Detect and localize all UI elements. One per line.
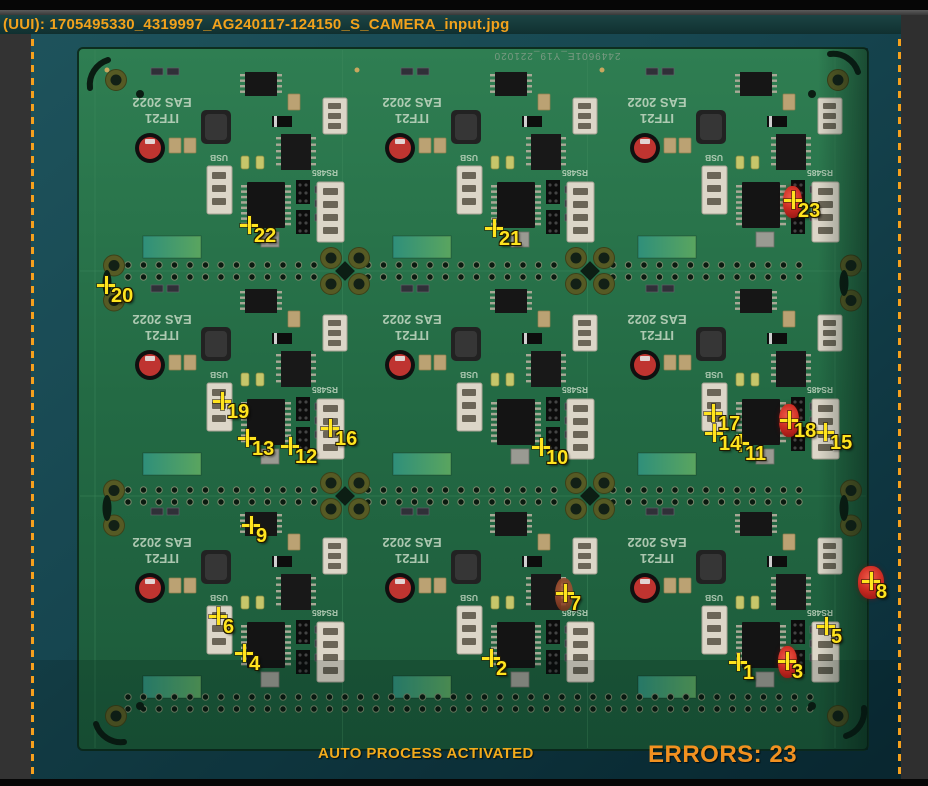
svg-text:EAS 2022: EAS 2022 [382, 535, 441, 550]
auto-process-status: AUTO PROCESS ACTIVATED [318, 745, 534, 762]
svg-text:EAS 2022: EAS 2022 [382, 312, 441, 327]
svg-text:ITF21: ITF21 [640, 111, 674, 126]
crosshair-icon [281, 437, 299, 455]
selection-border-left [31, 13, 34, 778]
defect-marker-number: 4 [249, 653, 261, 675]
svg-text:USB: USB [460, 370, 478, 380]
svg-text:ITF21: ITF21 [640, 328, 674, 343]
crosshair-icon [209, 607, 227, 625]
svg-text:EAS 2022: EAS 2022 [627, 535, 686, 550]
svg-text:EAS 2022: EAS 2022 [132, 312, 191, 327]
svg-text:USB: USB [705, 153, 723, 163]
svg-text:ITF21: ITF21 [145, 111, 179, 126]
top-black-bar [0, 0, 928, 10]
selection-border-right [898, 13, 901, 778]
svg-text:RS485: RS485 [562, 385, 588, 395]
crosshair-icon [213, 392, 231, 410]
defect-marker-number: 1 [743, 662, 755, 684]
svg-text:EAS 2022: EAS 2022 [132, 535, 191, 550]
defect-marker-number: 10 [546, 447, 569, 469]
defect-marker-number: 3 [792, 661, 804, 683]
crosshair-icon [235, 644, 253, 662]
svg-text:ITF21: ITF21 [395, 328, 429, 343]
defect-marker-number: 8 [876, 581, 888, 603]
svg-text:USB: USB [705, 370, 723, 380]
crosshair-icon [862, 572, 880, 590]
crosshair-icon [532, 438, 550, 456]
svg-text:USB: USB [460, 593, 478, 603]
defect-marker-number: 2 [496, 658, 508, 680]
crosshair-icon [817, 617, 835, 635]
svg-text:RS485: RS485 [562, 168, 588, 178]
svg-text:USB: USB [210, 153, 228, 163]
crosshair-icon [729, 653, 747, 671]
title-bar: (UUI): 1705495330_4319997_AG240117-12415… [0, 15, 901, 34]
errors-counter: ERRORS: 23 [648, 741, 798, 768]
defect-marker-number: 21 [499, 228, 522, 250]
svg-text:ITF21: ITF21 [395, 551, 429, 566]
defect-marker-number: 18 [794, 420, 817, 442]
svg-text:EAS 2022: EAS 2022 [627, 312, 686, 327]
svg-text:RS485: RS485 [312, 608, 338, 618]
defect-marker-number: 14 [719, 433, 742, 455]
svg-text:ITF21: ITF21 [145, 328, 179, 343]
crosshair-icon [704, 404, 722, 422]
image-filename: (UUI): 1705495330_4319997_AG240117-12415… [3, 16, 510, 33]
crosshair-icon [778, 652, 796, 670]
defect-marker-number: 9 [256, 525, 268, 547]
defect-marker-number: 6 [223, 616, 235, 638]
svg-text:EAS 2022: EAS 2022 [382, 95, 441, 110]
svg-text:USB: USB [460, 153, 478, 163]
defect-marker-number: 11 [745, 443, 767, 465]
svg-text:ITF21: ITF21 [640, 551, 674, 566]
crosshair-icon [556, 584, 574, 602]
window-edge-strip [0, 10, 928, 15]
crosshair-icon [731, 434, 749, 452]
crosshair-icon [780, 411, 798, 429]
crosshair-icon [784, 191, 802, 209]
crosshair-icon [816, 423, 834, 441]
defect-marker-number: 17 [718, 413, 741, 435]
defect-marker-number: 12 [295, 446, 318, 468]
svg-text:RS485: RS485 [312, 385, 338, 395]
svg-text:EAS 2022: EAS 2022 [132, 95, 191, 110]
crosshair-icon [242, 516, 260, 534]
crosshair-icon [705, 424, 723, 442]
svg-text:2449601E_Y19_221020: 2449601E_Y19_221020 [494, 50, 621, 61]
defect-marker-number: 16 [335, 428, 358, 450]
defect-marker-number: 15 [830, 432, 853, 454]
defect-marker-number: 7 [570, 593, 582, 615]
bottom-black-bar [0, 779, 928, 786]
crosshair-icon [321, 419, 339, 437]
crosshair-icon [238, 429, 256, 447]
defect-marker-number: 19 [227, 401, 250, 423]
svg-text:EAS 2022: EAS 2022 [627, 95, 686, 110]
crosshair-icon [485, 219, 503, 237]
svg-text:RS485: RS485 [562, 608, 588, 618]
right-gutter [901, 15, 928, 779]
svg-text:ITF21: ITF21 [145, 551, 179, 566]
crosshair-icon [482, 649, 500, 667]
svg-text:USB: USB [210, 370, 228, 380]
defect-marker-number: 22 [254, 225, 277, 247]
svg-text:ITF21: ITF21 [395, 111, 429, 126]
defect-marker-number: 13 [252, 438, 275, 460]
svg-text:USB: USB [705, 593, 723, 603]
crosshair-icon [240, 216, 258, 234]
svg-text:USB: USB [210, 593, 228, 603]
defect-marker-number: 5 [831, 626, 843, 648]
defect-marker-number: 20 [111, 285, 134, 307]
defect-marker-number: 23 [798, 200, 821, 222]
crosshair-icon [97, 276, 115, 294]
svg-text:RS485: RS485 [312, 168, 338, 178]
